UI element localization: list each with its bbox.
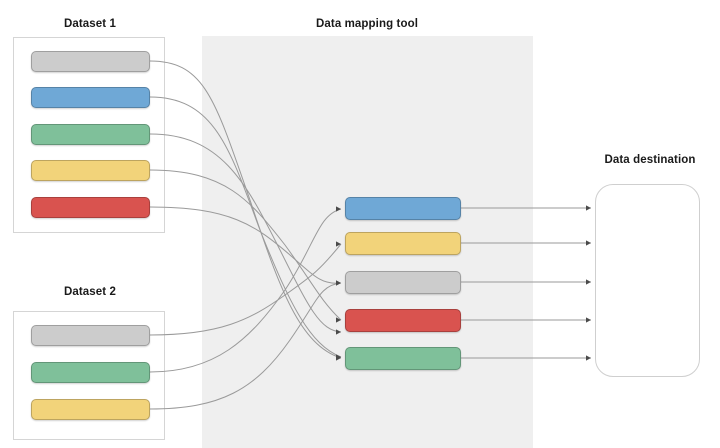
dataset1-field-4[interactable] (31, 160, 150, 181)
dataset1-field-2[interactable] (31, 87, 150, 108)
dataset1-title: Dataset 1 (63, 18, 117, 30)
mapping-field-1[interactable] (345, 197, 461, 220)
dataset2-field-1[interactable] (31, 325, 150, 346)
dataset2-field-2[interactable] (31, 362, 150, 383)
mapping-field-2[interactable] (345, 232, 461, 255)
dataset2-field-3[interactable] (31, 399, 150, 420)
link-yellow-to-destination-arrowhead (586, 240, 591, 246)
mapping-field-4[interactable] (345, 309, 461, 332)
link-grey-to-destination-arrowhead (586, 279, 591, 285)
data-mapping-tool-title: Data mapping tool (315, 18, 418, 30)
link-green-to-destination-arrowhead (586, 355, 591, 361)
dataset1-field-3[interactable] (31, 124, 150, 145)
dataset2-title: Dataset 2 (63, 286, 117, 298)
link-blue-to-destination-arrowhead (586, 205, 591, 211)
dataset1-field-5[interactable] (31, 197, 150, 218)
link-red-to-destination-arrowhead (586, 317, 591, 323)
mapping-field-3[interactable] (345, 271, 461, 294)
data-destination-title: Data destination (604, 154, 696, 166)
dataset1-field-1[interactable] (31, 51, 150, 72)
data-destination-box (595, 184, 700, 377)
mapping-field-5[interactable] (345, 347, 461, 370)
